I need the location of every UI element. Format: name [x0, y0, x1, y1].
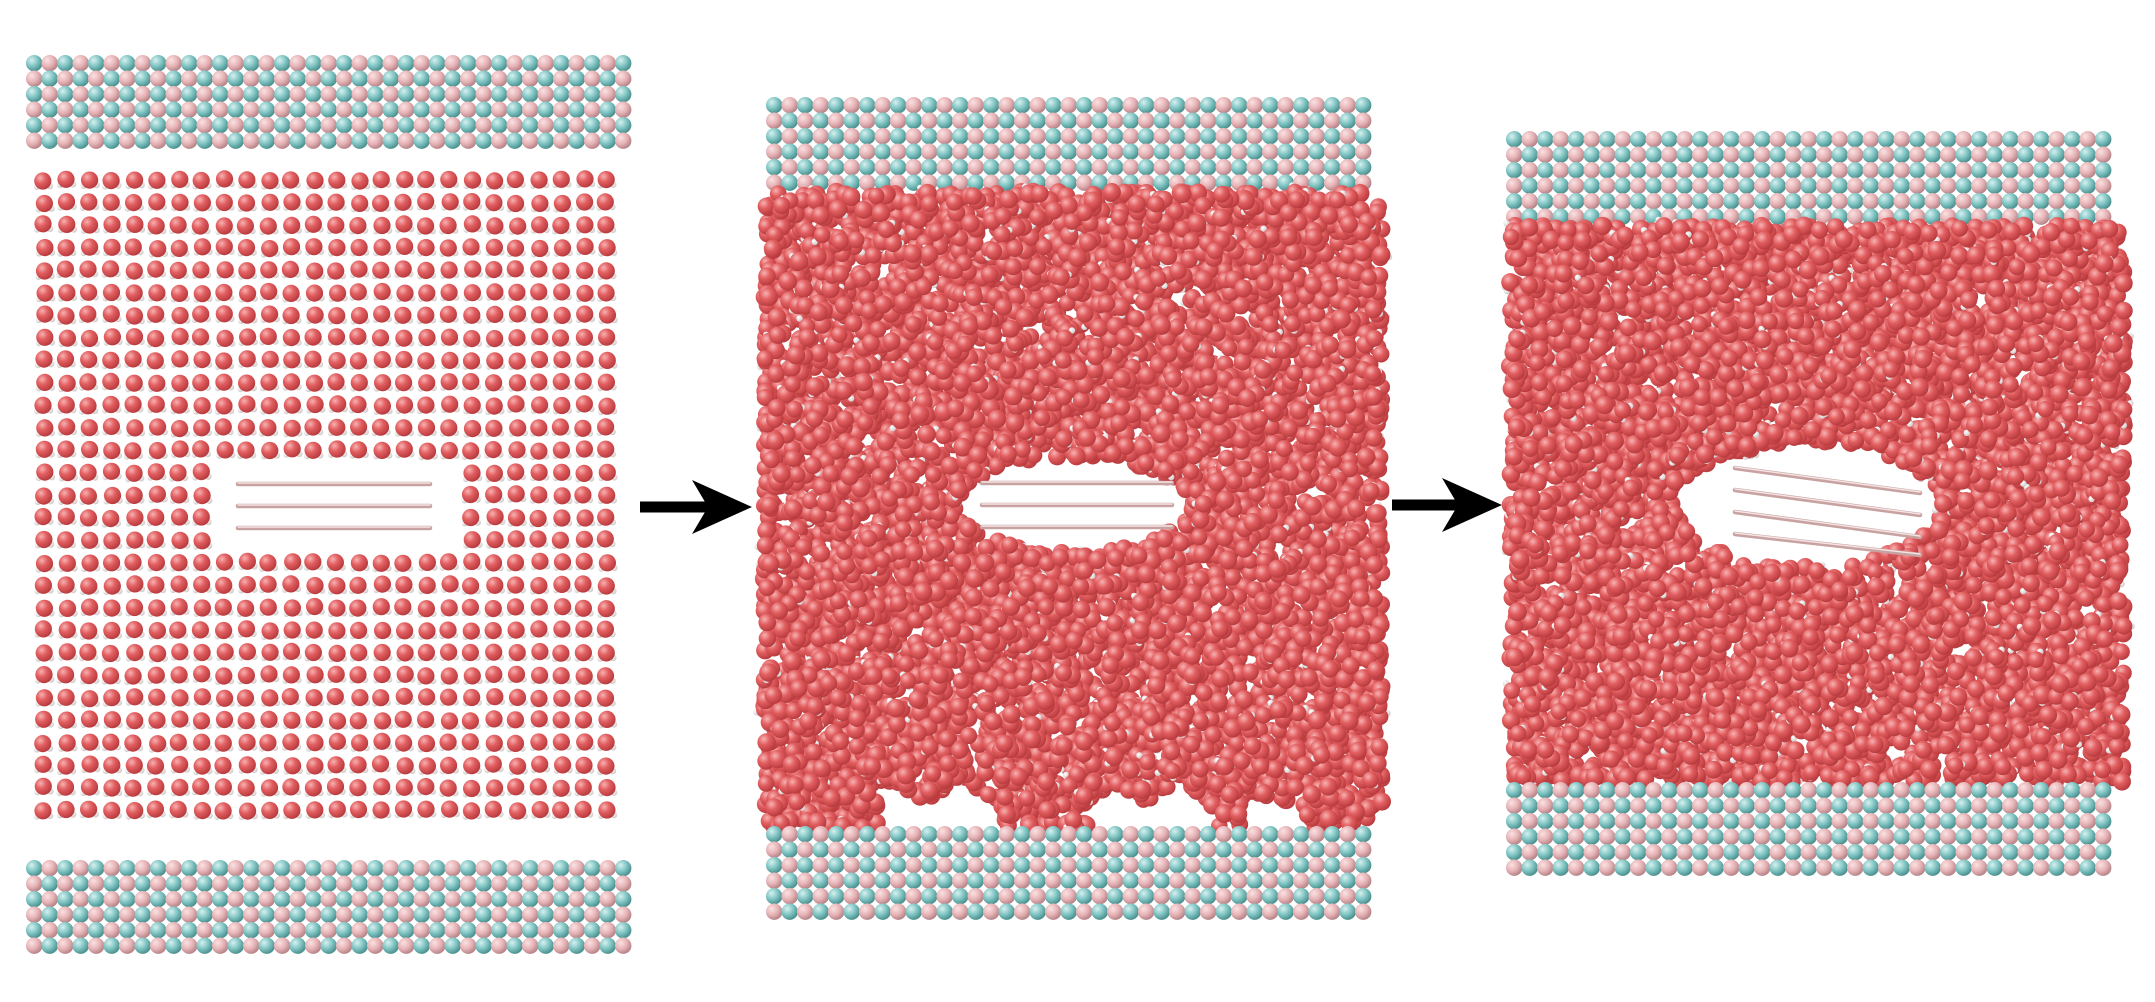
panel-final: [1500, 131, 2135, 876]
water-liquid: [1500, 216, 2135, 793]
panel-intermediate: [753, 97, 1393, 920]
substrate-slab-top: [26, 55, 632, 149]
arrow-1: [640, 480, 752, 534]
graphene-sheet-stack: [979, 480, 1175, 530]
panel-initial: [26, 55, 632, 954]
substrate-slab-top: [766, 97, 1372, 191]
water-liquid: [753, 182, 1393, 837]
graphene-sheet-stack: [235, 481, 433, 531]
graphene-sheet-stack: [1732, 465, 1923, 558]
arrow-2: [1392, 478, 1502, 532]
water-lattice: [33, 170, 618, 821]
substrate-slab-bottom: [26, 860, 632, 954]
substrate-slab-bottom: [1506, 782, 2112, 876]
substrate-slab-top: [1506, 131, 2112, 225]
substrate-slab-bottom: [766, 826, 1372, 920]
